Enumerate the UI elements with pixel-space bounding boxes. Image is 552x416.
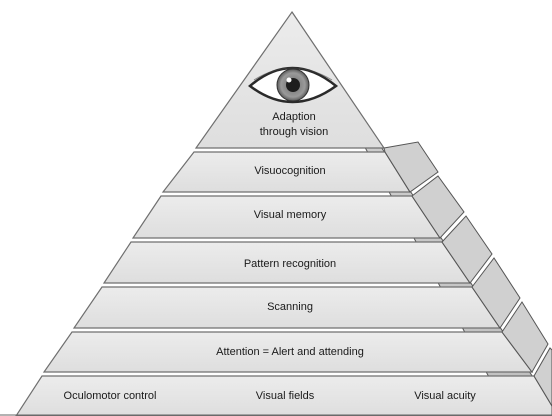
pyramid-side-facets [383,141,552,407]
pyramid-front-bands [15,10,552,416]
level-label-visual-memory: Visual memory [253,209,327,221]
apex-label: Adaption through vision [196,110,392,140]
apex-label-line1: Adaption [272,111,316,123]
level-label-visuocognition: Visuocognition [254,165,326,177]
level-label-attention: Attention = Alert and attending [216,346,364,358]
level-label-scanning: Scanning [267,301,313,313]
level-label-pattern-recognition: Pattern recognition [243,258,337,270]
base-label-visual-fields: Visual fields [255,390,315,402]
eye-icon [248,66,339,104]
base-label-visual-acuity: Visual acuity [414,390,476,402]
base-label-oculomotor-control: Oculomotor control [63,390,157,402]
band-base [15,375,552,416]
apex-label-line2: through vision [259,126,329,138]
